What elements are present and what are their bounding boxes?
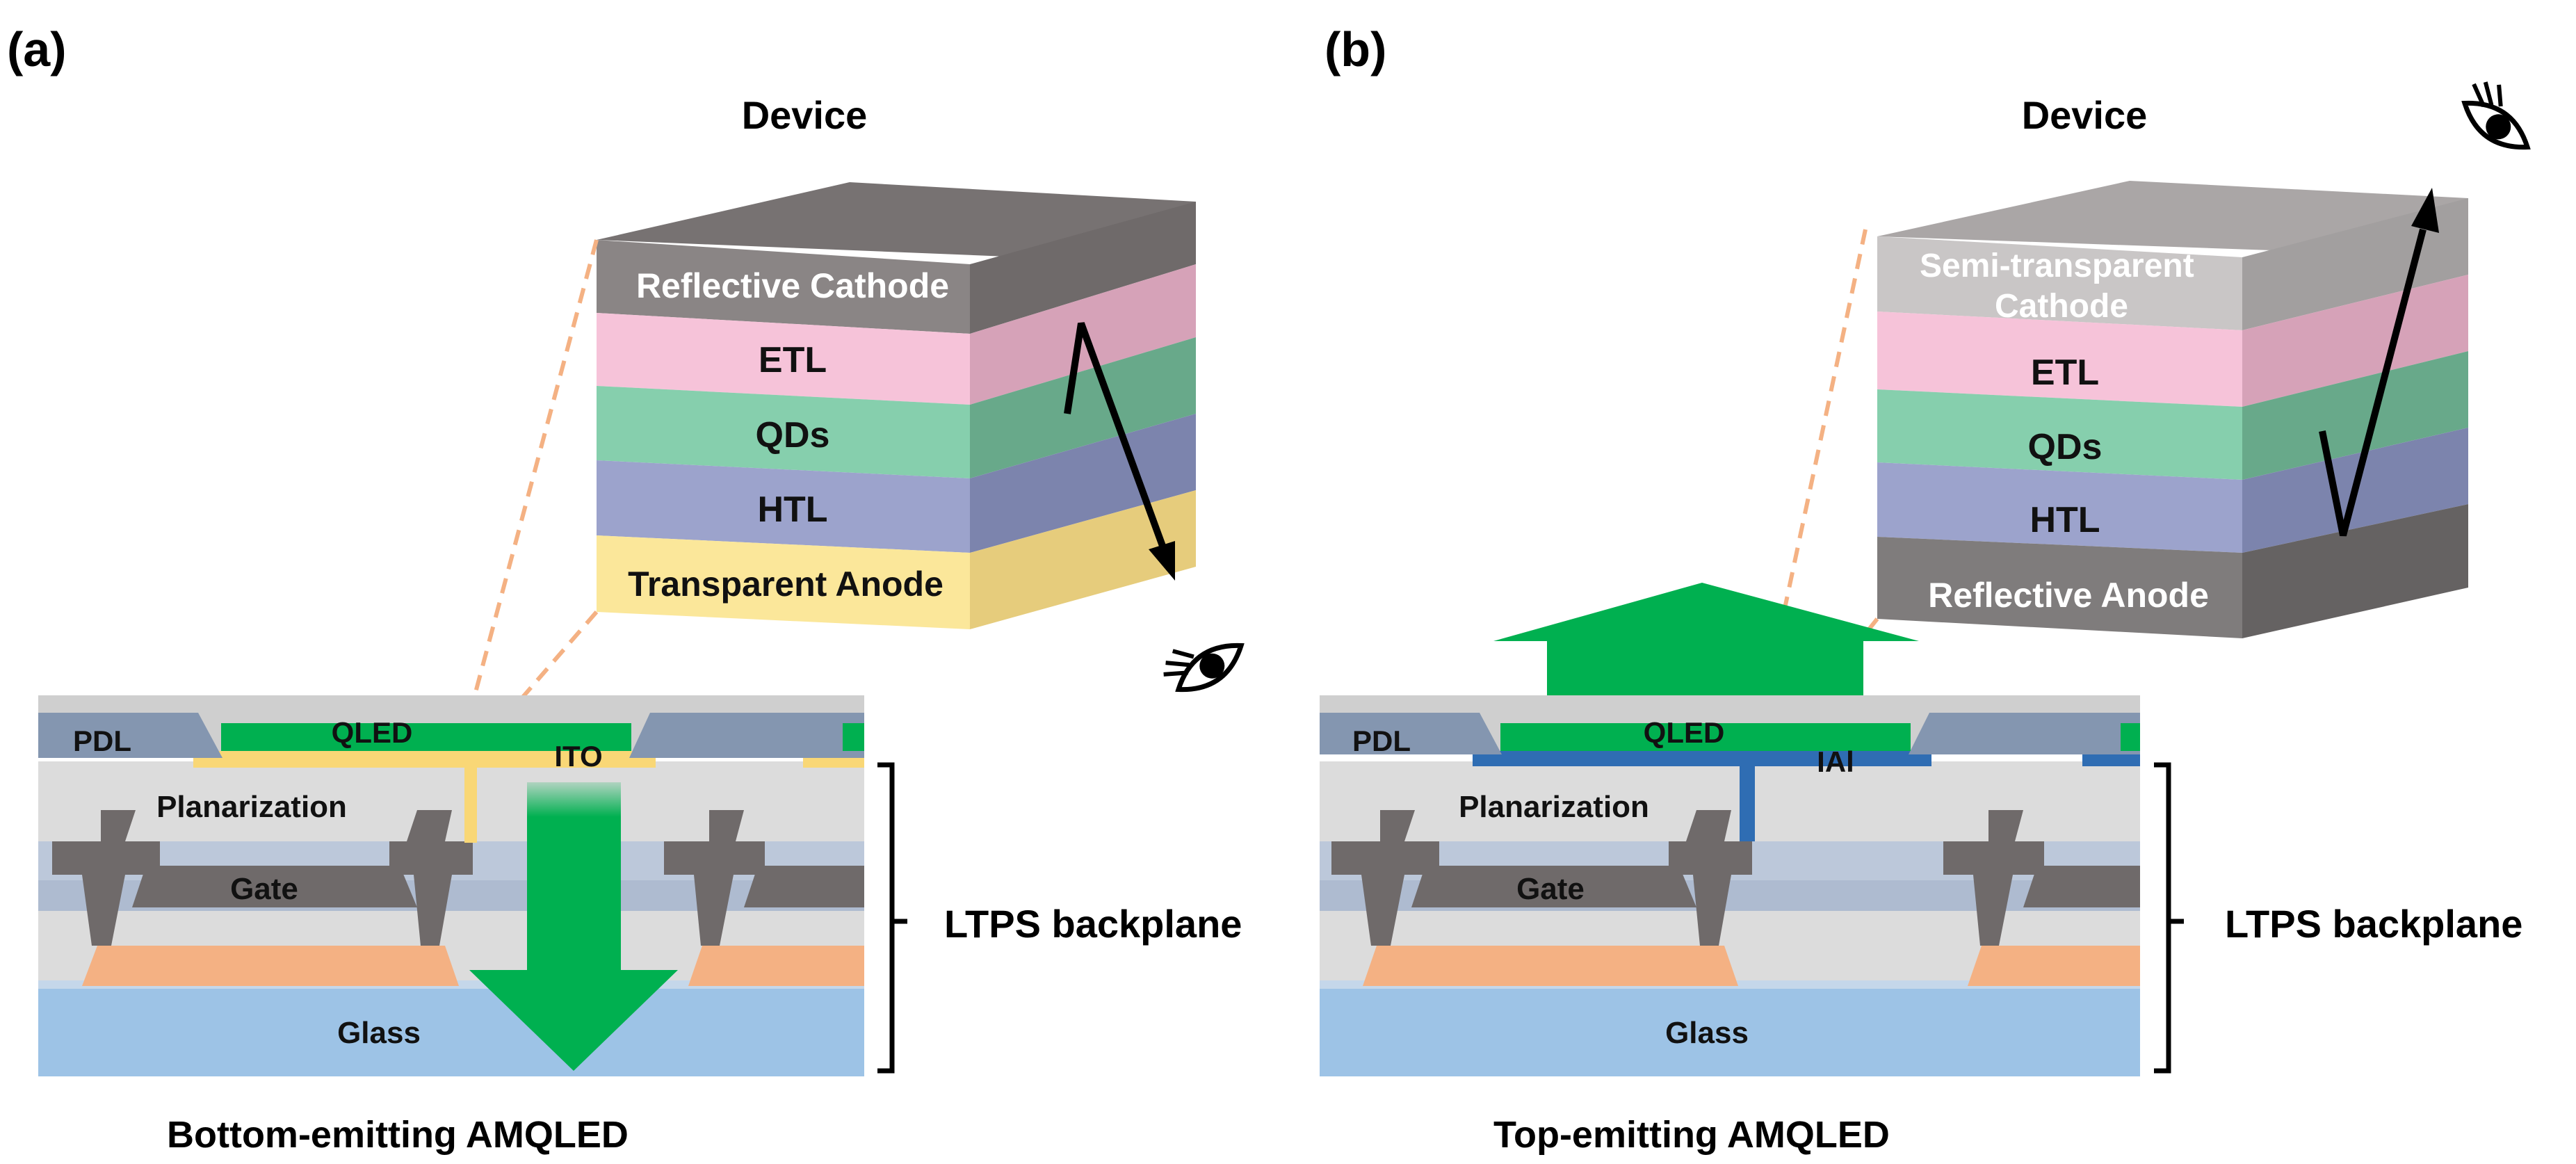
qds-side [2242, 351, 2468, 480]
backplane-label: PDL [1352, 725, 1411, 757]
stack-layer-label: Reflective Anode [1928, 576, 2209, 615]
eye-icon [2461, 81, 2531, 150]
source-drain [1331, 810, 1439, 946]
backplane-label: Planarization [1459, 790, 1649, 824]
qds-front [597, 386, 970, 478]
qled-layer [2121, 723, 2140, 751]
poly-si-island [1968, 946, 2140, 986]
backplane-label: QLED [332, 716, 413, 749]
cathode-front [597, 240, 970, 334]
stack-layer-label: Transparent Anode [628, 565, 943, 604]
poly-si-island [1363, 946, 1738, 986]
anode-front [597, 535, 970, 629]
anode-side [2242, 504, 2468, 638]
source-drain [1669, 810, 1752, 946]
pdl-block [38, 713, 222, 758]
panel-b-label: (b) [1325, 22, 1386, 76]
qled-layer [843, 723, 864, 751]
poly-si-island [688, 946, 864, 986]
panel-b-backplane: PDL QLED IAl Planarization Gate Glass [1320, 695, 2140, 1076]
qds-front [1877, 389, 2242, 480]
panel-a-device-title: Device [742, 93, 868, 137]
stack-layer-label: QDs [756, 415, 830, 455]
pdl-block [629, 713, 864, 758]
source-drain [1943, 810, 2044, 946]
ial-electrode [2082, 751, 2140, 766]
cathode-side [970, 202, 1196, 334]
qled-layer [1500, 723, 1911, 751]
stack-layer-label-line: Cathode [1995, 288, 2128, 325]
eye-icon [1163, 642, 1245, 693]
poly-si-island [82, 946, 459, 986]
emission-arrow-down [469, 782, 678, 1071]
glass-layer [1320, 986, 2140, 1076]
backplane-label: IAl [1817, 745, 1854, 778]
htl-front [1877, 462, 2242, 553]
stack-layer-label: HTL [757, 490, 827, 530]
zoom-guide-line [481, 611, 599, 744]
gate-metal [2023, 866, 2140, 907]
panel-a-backplane: PDL QLED ITO Planarization Gate Glass [38, 695, 864, 1076]
backplane-label: Gate [1516, 872, 1585, 906]
bracket-label: LTPS backplane [944, 902, 1242, 946]
panel-b-device-title: Device [2022, 93, 2148, 137]
backplane-label: ITO [554, 740, 602, 773]
stack-layer-label: ETL [2031, 353, 2099, 393]
panel-b-caption: Top-emitting AMQLED [1493, 1114, 1890, 1156]
stack-layer-label: HTL [2030, 500, 2100, 540]
source-drain [389, 810, 473, 946]
panel-a-bottom-emitting: (a) Device Reflective Cathode ETL QDs HT… [7, 22, 1245, 1156]
backplane-label: Glass [337, 1016, 421, 1050]
ial-via [1740, 761, 1755, 841]
gate-metal [744, 866, 864, 907]
backplane-label: Planarization [156, 790, 347, 824]
ito-via [464, 765, 477, 843]
zoom-guide-line [469, 239, 599, 709]
gate-metal [1411, 866, 1696, 907]
ito-electrode [193, 751, 656, 768]
source-drain [52, 810, 160, 946]
backplane-label: PDL [73, 725, 131, 757]
htl-side [970, 414, 1196, 553]
qds-side [970, 337, 1196, 478]
light-path-arrow [1064, 322, 1166, 547]
stack-layer-label-line: Semi-transparent [1920, 248, 2194, 284]
cathode-front [1877, 236, 2242, 330]
backplane-label: Gate [230, 872, 298, 906]
stack-layer-label: QDs [2028, 427, 2103, 467]
etl-side [2242, 275, 2468, 407]
panel-b-top-emitting: (b) Device Semi-transparent Cathode ETL … [1320, 22, 2531, 1156]
etl-front [1877, 312, 2242, 407]
gate-metal [132, 866, 417, 907]
light-path-arrowhead [1149, 541, 1175, 581]
backplane-label: QLED [1644, 716, 1725, 749]
panel-a-device-stack: Reflective Cathode ETL QDs HTL Transpare… [597, 182, 1196, 629]
etl-front [597, 313, 970, 405]
bracket-label: LTPS backplane [2225, 902, 2522, 946]
htl-front [597, 460, 970, 553]
panel-b-device-stack: Semi-transparent Cathode ETL QDs HTL Ref… [1877, 181, 2468, 638]
backplane-bracket [2154, 762, 2171, 1074]
light-path-arrowhead [2411, 188, 2439, 233]
panel-a-caption: Bottom-emitting AMQLED [167, 1114, 629, 1156]
cathode-side [2242, 198, 2468, 330]
stack-layer-label: Semi-transparent Cathode [1920, 248, 2203, 325]
panel-a-label: (a) [7, 22, 67, 76]
glass-layer [38, 986, 864, 1076]
ial-electrode [1473, 751, 1931, 766]
pdl-block [1909, 713, 2140, 754]
pdl-block [1320, 713, 1502, 754]
backplane-bracket [877, 762, 895, 1074]
source-drain [664, 810, 765, 946]
anode-side [970, 490, 1196, 629]
anode-front [1877, 537, 2242, 638]
backplane-label: Glass [1665, 1016, 1749, 1050]
stack-layer-label: Reflective Cathode [636, 266, 949, 305]
qled-layer [221, 723, 631, 751]
emission-arrow-up [1493, 583, 1919, 701]
light-path-arrow [2319, 228, 2427, 537]
stack-layer-label: ETL [759, 340, 827, 380]
